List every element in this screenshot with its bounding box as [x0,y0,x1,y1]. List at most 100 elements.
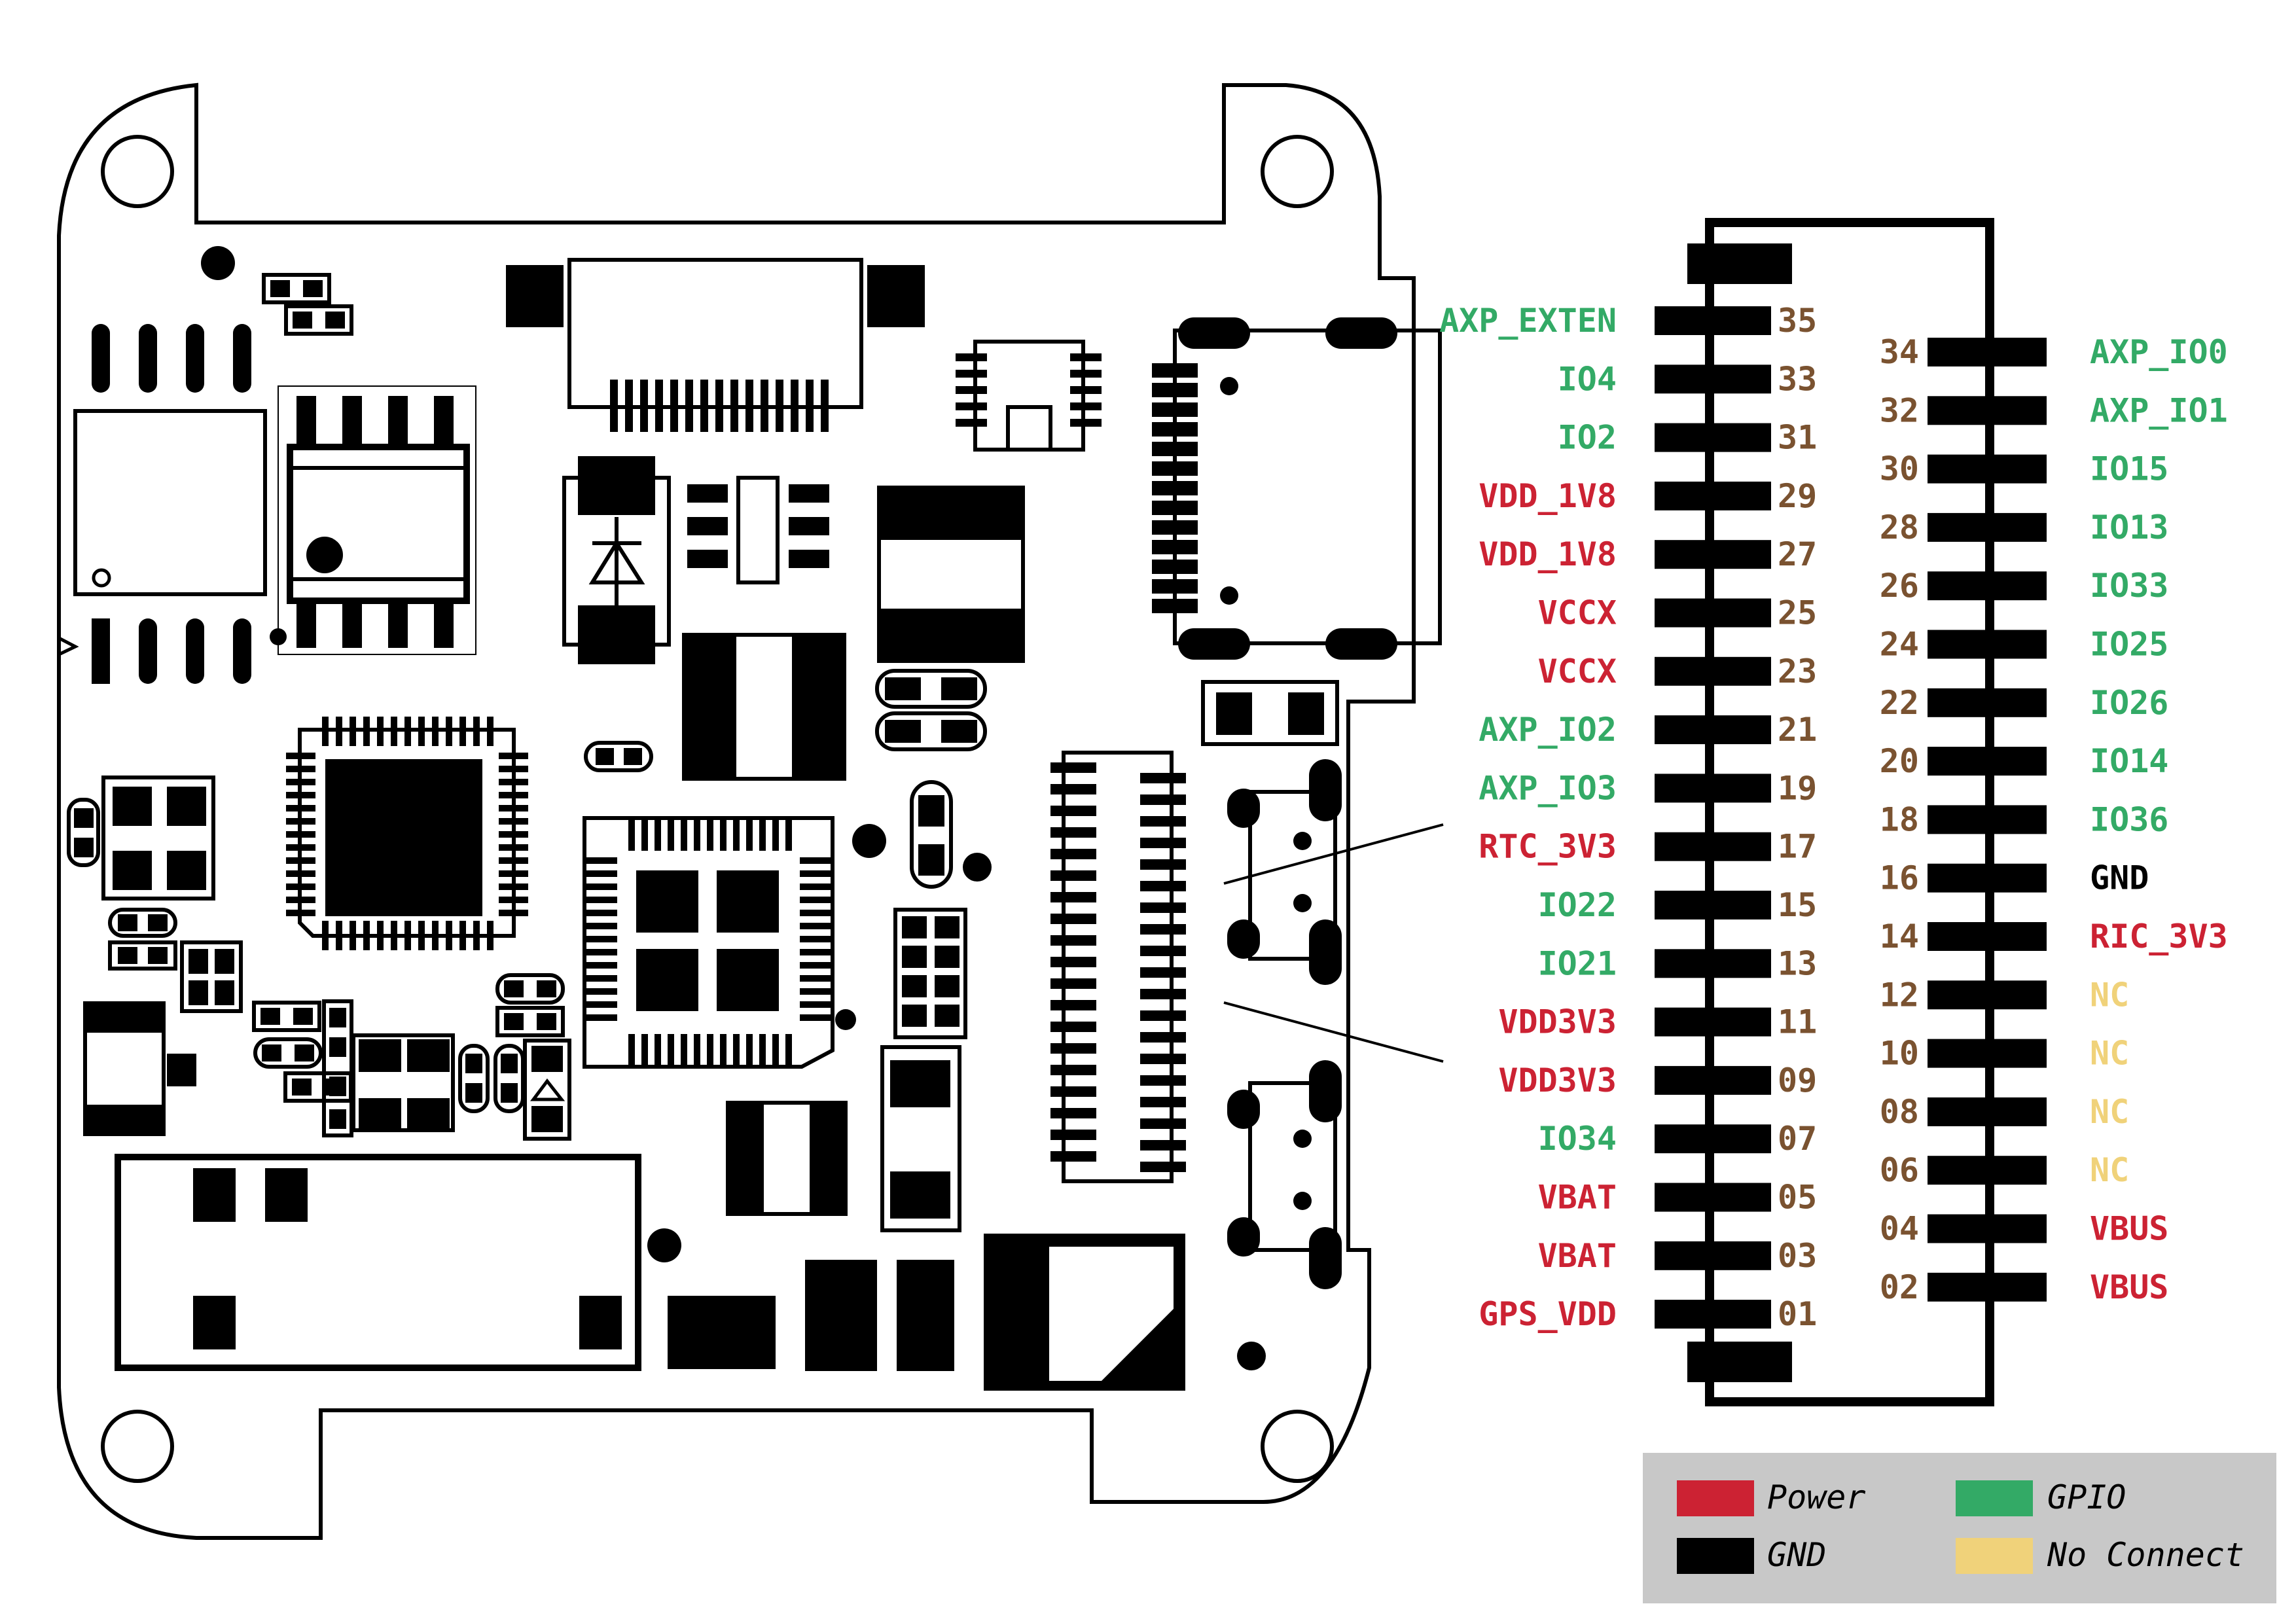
header-pin [1655,891,1771,919]
mounting-hole [1261,135,1334,208]
pin-number: 24 [1880,626,1919,664]
legend-label-nc: No Connect [2047,1536,2244,1574]
header-pin [1928,1039,2047,1068]
header-key-top [1687,243,1792,284]
header-pin [1655,656,1771,686]
ic-qfp [286,717,528,950]
sd-card-connector [1152,317,1442,660]
pin-label: VBUS [2090,1268,2168,1306]
pin-label: IO25 [2090,626,2168,664]
header-key-bottom [1687,1342,1792,1382]
legend-label-gpio: GPIO [2047,1478,2126,1516]
pin-number: 31 [1778,419,1817,457]
pin-number: 04 [1880,1210,1919,1248]
header-pin [1928,747,2047,776]
header-pin [1655,365,1771,394]
header-pin [1655,306,1771,335]
pin-number: 27 [1778,535,1817,573]
pin-label: IO13 [2090,508,2168,546]
cap-vertical [910,780,992,889]
pin-label: AXP_IO1 [2090,391,2228,429]
legend-swatch-power [1677,1480,1754,1516]
pin-number: 14 [1880,918,1919,955]
header-pin [1928,396,2047,425]
ic-soic [278,385,476,655]
pin-number: 17 [1778,828,1817,866]
legend-swatch-gpio [1956,1480,2033,1516]
header-pin [1928,863,2047,893]
pin-number: 06 [1880,1151,1919,1189]
pin-number: 11 [1778,1003,1817,1041]
inductor [877,486,1025,663]
pin-label: VBUS [2090,1210,2168,1248]
header-pin [1655,1183,1771,1212]
pin-number: 25 [1778,594,1817,632]
pin-number: 12 [1880,976,1919,1014]
pin-number: 18 [1880,800,1919,838]
pin-label: NC [2090,1093,2129,1131]
pin-label: AXP_IO3 [1479,769,1617,807]
pin-label: VDD3V3 [1498,1061,1617,1099]
smd-components-left [67,776,243,1136]
pin-number: 28 [1880,508,1919,546]
pin-label: IO26 [2090,684,2168,722]
ic-qfn-large [583,816,886,1069]
header-pin [1655,832,1771,861]
header-pin [1655,598,1771,628]
pin-number: 10 [1880,1035,1919,1073]
pin-label: IO14 [2090,742,2168,780]
pin-number: 26 [1880,567,1919,605]
header-pin [1655,949,1771,978]
header-pin [1655,774,1771,803]
pin-number: 08 [1880,1093,1919,1131]
header-pin [1655,540,1771,569]
header-pin [1928,571,2047,601]
legend: Power GND GPIO No Connect [1643,1453,2276,1603]
connector-top [506,258,925,432]
mounting-hole [101,135,174,208]
pcb-board [57,82,1416,1540]
smd-components-bottom [647,1045,1266,1371]
pin-label: VBAT [1538,1237,1617,1275]
pin-label: VDD3V3 [1498,1003,1617,1041]
pin-label: IO34 [1538,1120,1617,1158]
pin-number: 21 [1778,711,1817,749]
capacitor-block [682,633,846,781]
header-pin [1928,805,2047,834]
pin-label: IO22 [1538,886,1617,924]
pin-number: 15 [1778,886,1817,924]
smd-components-top-left [201,246,353,336]
pin-label: IO2 [1558,419,1617,457]
header-pin [1928,1097,2047,1126]
battery-connector [115,1154,641,1371]
pin-header: 35AXP_EXTEN33IO431IO229VDD_1V827VDD_1V82… [1439,218,2228,1406]
header-pin [1655,1300,1771,1329]
pin-label: IO4 [1558,360,1617,398]
pin-label: VDD_1V8 [1479,477,1617,515]
pin-number: 29 [1778,477,1817,515]
header-pin [1928,980,2047,1010]
pin-number: 02 [1880,1268,1919,1306]
header-pin [1655,423,1771,452]
pin-number: 34 [1880,333,1919,371]
smd-components-middle [252,973,571,1141]
side-buttons [1227,759,1342,1289]
pin-number: 32 [1880,391,1919,429]
header-pin [1928,338,2047,366]
pin-number: 20 [1880,742,1919,780]
pin-label: VCCX [1538,652,1617,690]
board-outline [57,82,1416,1540]
pin-number: 22 [1880,684,1919,722]
pin-number: 05 [1778,1179,1817,1217]
pin-number: 19 [1778,769,1817,807]
legend-background [1643,1453,2276,1603]
pin-label: IO33 [2090,567,2168,605]
pin-number: 35 [1778,302,1817,340]
header-pin [1928,630,2047,659]
mounting-hole [101,1410,174,1483]
ic-left-crystal [58,324,287,684]
header-pin [1928,922,2047,951]
pin-number: 16 [1880,859,1919,897]
header-pin [1655,1241,1771,1270]
